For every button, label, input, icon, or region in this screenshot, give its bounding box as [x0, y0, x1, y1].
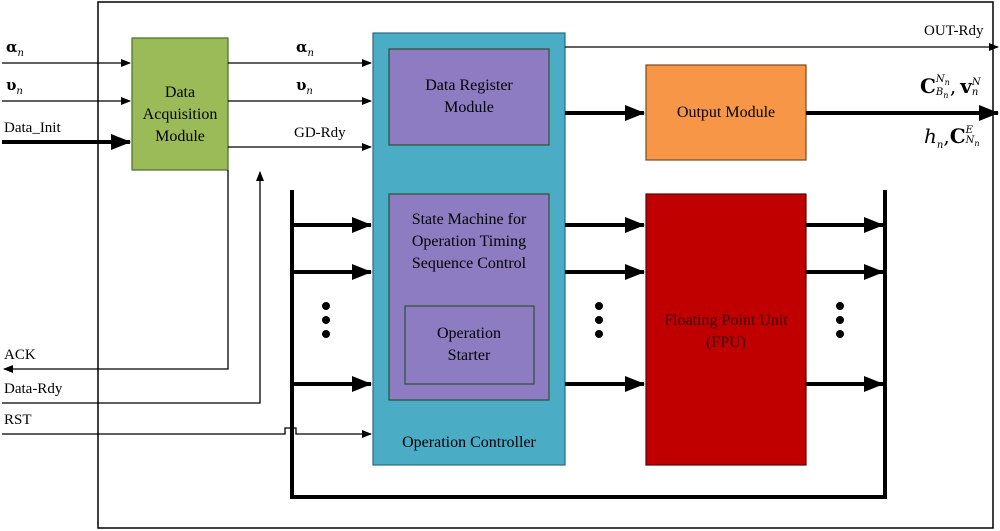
- output-module-block: [645, 64, 807, 161]
- alpha-input-label: αn: [6, 38, 24, 59]
- upsilon-internal-label: υn: [296, 76, 313, 97]
- out-rdy-label: OUT-Rdy: [924, 23, 984, 39]
- feedback-bus: [290, 190, 887, 499]
- system-boundary: [97, 1, 994, 529]
- operation-starter-block: [404, 305, 535, 385]
- upsilon-input-label: υn: [6, 76, 23, 97]
- ellipsis-left: [322, 302, 330, 338]
- state-machine-label: State Machine for Operation Timing Seque…: [411, 211, 527, 272]
- rst-label: RST: [4, 412, 32, 428]
- fpu-block: [645, 193, 807, 466]
- operation-controller-label: Operation Controller: [402, 434, 536, 451]
- ellipsis-right: [836, 302, 844, 338]
- data-init-label: Data_Init: [4, 120, 61, 136]
- data-rdy-line: [2, 171, 264, 404]
- alpha-internal-label: αn: [296, 38, 314, 59]
- ack-line: [3, 170, 229, 373]
- data-acquisition-label: Data Acquisition Module: [142, 84, 218, 145]
- operation-starter-label: Operation Starter: [437, 325, 501, 364]
- fpu-label: Floating Point Unit (FPU): [664, 312, 788, 351]
- gd-rdy-label: GD-Rdy: [294, 125, 346, 141]
- output-module-label: Output Module: [676, 104, 776, 121]
- data-register-block: [388, 48, 550, 146]
- data-register-label: Data Register Module: [425, 77, 513, 116]
- ellipsis-middle: [595, 302, 603, 338]
- data-rdy-label: Data-Rdy: [4, 381, 63, 397]
- data-acquisition-block: [131, 37, 229, 171]
- ack-label: ACK: [4, 347, 36, 363]
- rst-line: [2, 427, 372, 438]
